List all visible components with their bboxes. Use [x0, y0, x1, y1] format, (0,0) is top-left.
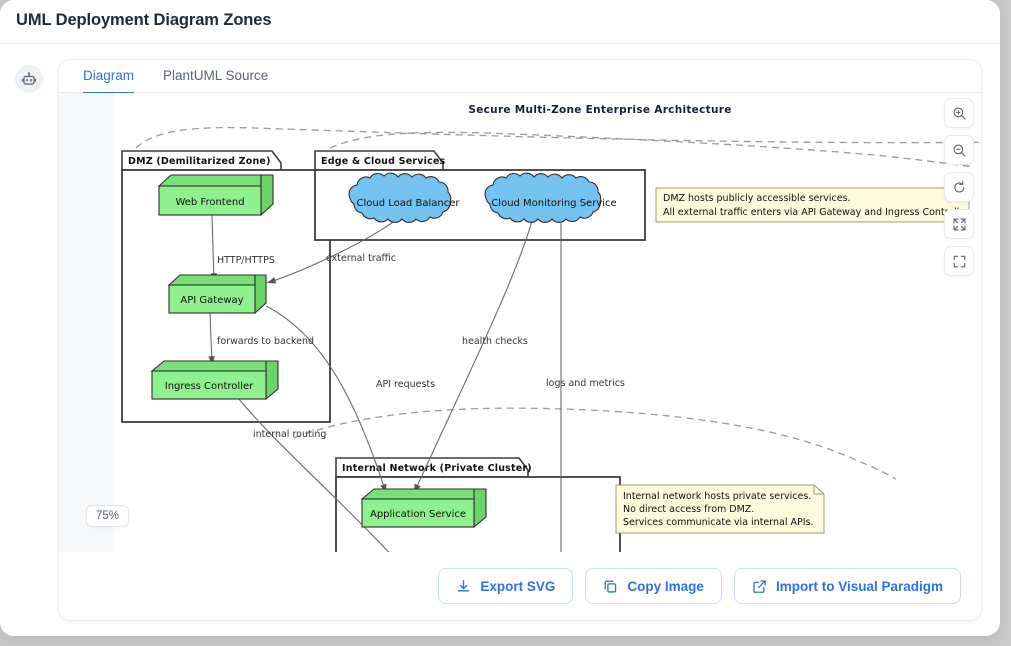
node-ingress-controller[interactable]: Ingress Controller	[150, 360, 279, 401]
edge-label-api-requests: API requests	[376, 379, 435, 390]
footer-actions: Export SVG Copy Image Import to Visual P…	[59, 552, 981, 620]
node-label-ingress-controller: Ingress Controller	[165, 381, 254, 392]
note-internal-line-2: No direct access from DMZ.	[623, 504, 754, 515]
note-internal-line-3: Services communicate via internal APIs.	[623, 517, 814, 528]
edge-label-forwards: forwards to backend	[217, 336, 314, 347]
copy-image-label: Copy Image	[627, 578, 704, 594]
zone-label-internal: Internal Network (Private Cluster)	[342, 463, 532, 474]
copy-image-button[interactable]: Copy Image	[585, 568, 722, 604]
title-bar: UML Deployment Diagram Zones	[0, 0, 1000, 44]
edge-web-apigw	[210, 214, 218, 283]
note-dmz: DMZ hosts publicly accessible services. …	[655, 187, 970, 223]
node-application-service[interactable]: Application Service	[360, 488, 487, 529]
edge-label-http: HTTP/HTTPS	[217, 255, 275, 266]
reset-icon	[953, 180, 964, 193]
node-api-gateway[interactable]: API Gateway	[167, 274, 267, 315]
edge-cms-appsvc-health	[413, 220, 533, 494]
export-svg-button[interactable]: Export SVG	[438, 568, 574, 604]
zoom-in-icon	[953, 107, 966, 120]
app-window: UML Deployment Diagram Zones Diagram Pla…	[0, 0, 1000, 636]
left-rail	[0, 44, 58, 636]
tab-diagram[interactable]: Diagram	[83, 68, 135, 94]
node-label-cloud-load-balancer: Cloud Load Balancer	[357, 198, 461, 209]
boundary-curve-mid	[329, 131, 975, 168]
diagram-canvas[interactable]: Secure Multi-Zone Enterprise Architectur…	[114, 93, 981, 587]
note-internal: Internal network hosts private services.…	[615, 484, 825, 534]
robot-icon-button[interactable]	[15, 65, 43, 93]
tab-bar: Diagram PlantUML Source	[59, 60, 981, 94]
diagram-title: Secure Multi-Zone Enterprise Architectur…	[468, 104, 731, 116]
copy-icon	[605, 580, 617, 593]
diagram-viewport[interactable]: Secure Multi-Zone Enterprise Architectur…	[59, 93, 981, 587]
fullscreen-icon	[953, 255, 965, 267]
reset-view-button[interactable]	[944, 172, 974, 202]
edge-label-internal-routing: internal routing	[253, 429, 326, 440]
node-label-api-gateway: API Gateway	[180, 295, 243, 306]
note-dmz-line-2: All external traffic enters via API Gate…	[663, 207, 969, 218]
note-dmz-line-1: DMZ hosts publicly accessible services.	[663, 193, 851, 204]
edge-ingress-appsvc	[233, 392, 400, 564]
robot-icon	[21, 72, 37, 85]
fit-screen-button[interactable]	[944, 209, 974, 239]
node-label-application-service: Application Service	[370, 509, 466, 520]
zoom-level-badge: 75%	[86, 505, 130, 527]
boundary-curve-bottom	[293, 407, 897, 480]
node-label-cloud-monitoring-service: Cloud Monitoring Service	[491, 198, 616, 209]
node-web-frontend[interactable]: Web Frontend	[157, 174, 274, 217]
zoom-out-button[interactable]	[944, 135, 974, 165]
edge-label-logs-metrics: logs and metrics	[546, 378, 625, 389]
download-icon	[458, 579, 470, 592]
import-visual-paradigm-button[interactable]: Import to Visual Paradigm	[733, 568, 961, 604]
external-link-icon	[753, 579, 766, 593]
zone-label-edge: Edge & Cloud Services	[321, 156, 446, 167]
zoom-controls	[944, 98, 974, 276]
edge-clb-apigw	[266, 219, 397, 284]
node-cloud-load-balancer[interactable]: Cloud Load Balancer	[348, 172, 461, 223]
page-title: UML Deployment Diagram Zones	[16, 11, 272, 29]
zoom-in-button[interactable]	[944, 98, 974, 128]
edge-label-health-checks: health checks	[462, 336, 528, 347]
edge-apigw-ingress	[208, 312, 215, 366]
export-svg-label: Export SVG	[480, 578, 556, 594]
fullscreen-button[interactable]	[944, 246, 974, 276]
note-internal-line-1: Internal network hosts private services.	[623, 491, 811, 502]
import-visual-paradigm-label: Import to Visual Paradigm	[775, 578, 943, 594]
edge-label-external-traffic: external traffic	[326, 253, 396, 264]
zoom-out-icon	[953, 144, 966, 157]
deployment-diagram: Secure Multi-Zone Enterprise Architectur…	[121, 104, 981, 587]
node-cloud-monitoring-service[interactable]: Cloud Monitoring Service	[484, 172, 617, 223]
zone-label-dmz: DMZ (Demilitarized Zone)	[128, 156, 271, 167]
edge-apigw-appsvc	[265, 305, 387, 494]
node-label-web-frontend: Web Frontend	[175, 197, 244, 208]
tab-plantuml-source[interactable]: PlantUML Source	[163, 68, 269, 83]
fit-screen-icon	[953, 218, 965, 230]
diagram-card: Diagram PlantUML Source Secure Multi-Zon…	[58, 59, 982, 621]
boundary-curve-top	[135, 126, 981, 149]
